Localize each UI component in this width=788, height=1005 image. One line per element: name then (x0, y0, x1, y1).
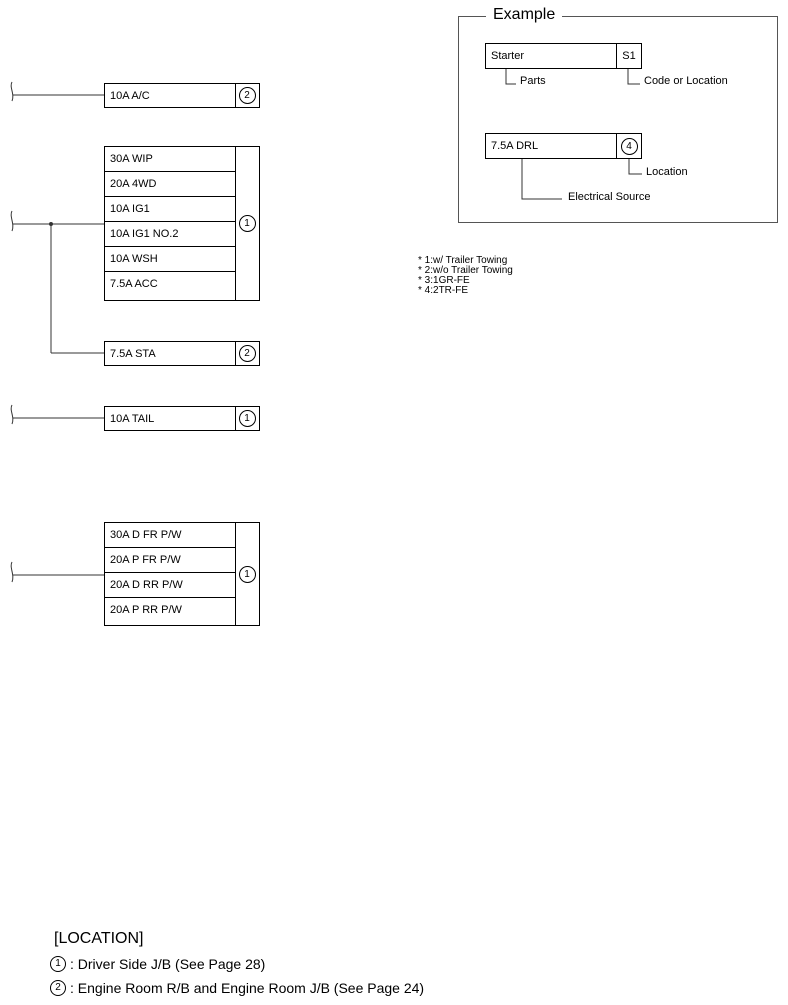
footnote: * 4:2TR-FE (418, 285, 469, 296)
legend-item: 1 : Driver Side J/B (See Page 28) (50, 952, 424, 976)
footnotes: * 1:w/ Trailer Towing * 2:w/o Trailer To… (418, 256, 513, 296)
leader-line (627, 69, 640, 85)
wire-break-symbol (10, 210, 14, 232)
code-note: Code or Location (644, 75, 728, 87)
example-source-label: 7.5A DRL (491, 140, 539, 152)
fuse-label: 10A TAIL (110, 413, 155, 425)
source-note: Electrical Source (568, 191, 651, 203)
fuse-group-sta: 7.5A STA 2 (104, 341, 260, 366)
fuse-group-ig: 30A WIP 20A 4WD 10A IG1 10A IG1 NO.2 10A… (104, 146, 260, 301)
wire-break-symbol (10, 81, 14, 102)
location-marker: 2 (50, 980, 66, 996)
fuse-label: 7.5A ACC (110, 278, 158, 290)
fuse-label: 7.5A STA (110, 348, 156, 360)
example-parts-box: Starter S1 (485, 43, 642, 69)
leader-line (505, 69, 516, 85)
fuse-label: 20A P FR P/W (105, 548, 235, 573)
leader-line (628, 159, 642, 175)
location-legend: [LOCATION] 1 : Driver Side J/B (See Page… (50, 930, 424, 1000)
junction-dot (49, 222, 53, 226)
location-note: Location (646, 166, 688, 178)
fuse-label: 10A IG1 NO.2 (105, 222, 235, 247)
leader-line (521, 159, 562, 200)
fuse-group-pw: 30A D FR P/W 20A P FR P/W 20A D RR P/W 2… (104, 522, 260, 626)
location-marker: 1 (50, 956, 66, 972)
legend-text: : Driver Side J/B (See Page 28) (70, 956, 266, 972)
legend-title: [LOCATION] (54, 930, 144, 947)
example-parts-label: Starter (491, 50, 525, 62)
legend-text: : Engine Room R/B and Engine Room J/B (S… (70, 980, 425, 996)
location-marker: 1 (238, 410, 256, 427)
wire-break-symbol (10, 404, 14, 425)
location-marker: 4 (620, 137, 638, 155)
location-marker: 1 (238, 215, 256, 232)
example-source-box: 7.5A DRL 4 (485, 133, 642, 159)
fuse-label: 10A A/C (110, 90, 150, 102)
fuse-label: 10A WSH (105, 247, 235, 272)
example-title: Example (486, 6, 563, 24)
fuse-group-tail: 10A TAIL 1 (104, 406, 260, 431)
fuse-label: 20A 4WD (105, 172, 235, 197)
footnote: * 1:w/ Trailer Towing (418, 255, 508, 266)
fuse-label: 30A WIP (105, 147, 235, 172)
example-frame (458, 16, 778, 223)
fuse-label: 10A IG1 (105, 197, 235, 222)
footnote: * 3:1GR-FE (418, 275, 470, 286)
wire-break-symbol (10, 561, 14, 583)
fuse-group-ac: 10A A/C 2 (104, 83, 260, 108)
location-marker: 2 (238, 345, 256, 362)
legend-item: 2 : Engine Room R/B and Engine Room J/B … (50, 976, 424, 1000)
location-marker: 2 (238, 87, 256, 104)
fuse-label: 20A P RR P/W (110, 604, 182, 616)
example-code: S1 (616, 44, 641, 68)
location-marker: 1 (238, 565, 256, 583)
parts-note: Parts (520, 75, 546, 87)
fuse-label: 20A D RR P/W (105, 573, 235, 598)
fuse-label: 30A D FR P/W (105, 523, 235, 548)
footnote: * 2:w/o Trailer Towing (418, 265, 513, 276)
